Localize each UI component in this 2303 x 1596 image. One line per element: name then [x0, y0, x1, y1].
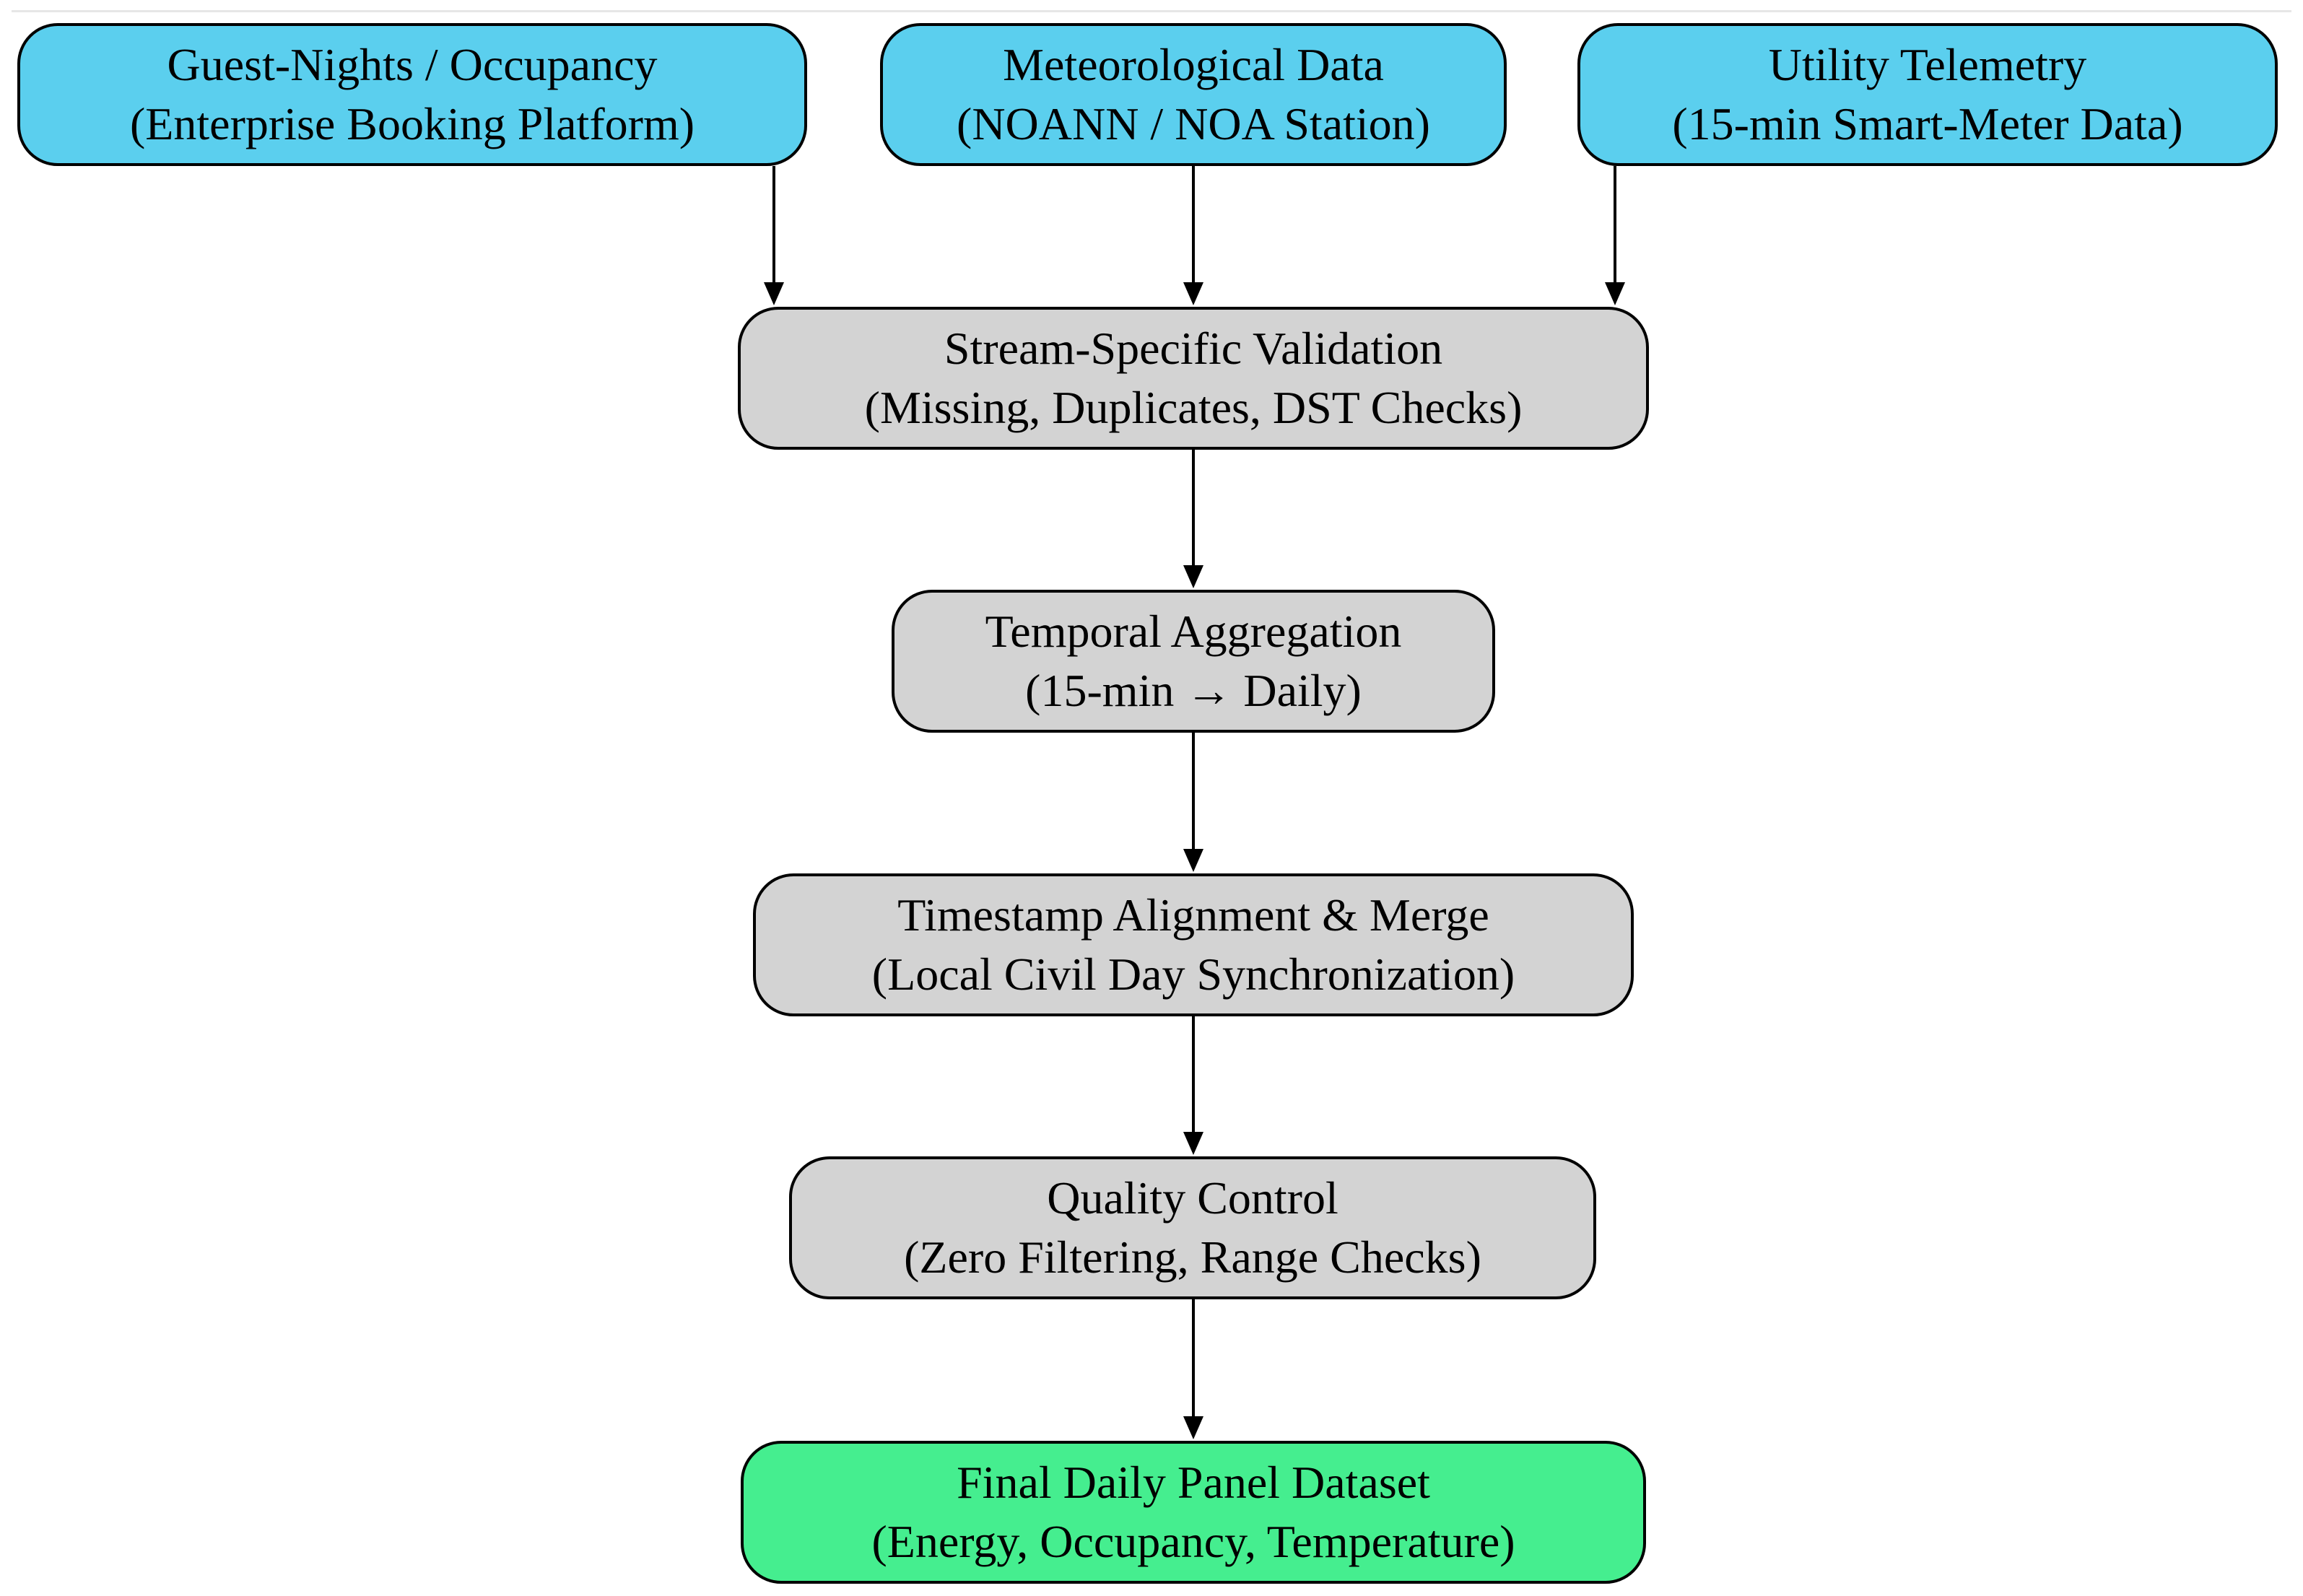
node-occupancy-source: Guest-Nights / Occupancy (Enterprise Boo… — [17, 23, 807, 166]
node-meteorological-source: Meteorological Data (NOANN / NOA Station… — [880, 23, 1507, 166]
arrowhead-icon — [1183, 565, 1203, 588]
node-quality-control-step: Quality Control (Zero Filtering, Range C… — [789, 1156, 1596, 1299]
node-subtitle: (Energy, Occupancy, Temperature) — [871, 1516, 1515, 1567]
node-title: Guest-Nights / Occupancy — [167, 39, 658, 90]
node-telemetry-source: Utility Telemetry (15-min Smart-Meter Da… — [1577, 23, 2278, 166]
node-subtitle: (Zero Filtering, Range Checks) — [904, 1231, 1481, 1283]
node-title: Quality Control — [1047, 1172, 1338, 1224]
arrowhead-icon — [1605, 282, 1625, 305]
node-title: Final Daily Panel Dataset — [957, 1457, 1430, 1508]
node-title: Stream-Specific Validation — [944, 323, 1443, 374]
arrowhead-icon — [764, 282, 784, 305]
arrowhead-icon — [1183, 1132, 1203, 1155]
node-validation-step: Stream-Specific Validation (Missing, Dup… — [738, 307, 1649, 450]
node-title: Temporal Aggregation — [985, 606, 1402, 657]
node-title: Timestamp Alignment & Merge — [897, 889, 1489, 941]
node-title: Meteorological Data — [1003, 39, 1384, 90]
node-subtitle: (NOANN / NOA Station) — [957, 98, 1430, 149]
node-subtitle: (Local Civil Day Synchronization) — [871, 949, 1515, 1000]
node-title: Utility Telemetry — [1768, 39, 2087, 90]
node-subtitle: (Enterprise Booking Platform) — [129, 98, 695, 149]
arrowhead-icon — [1183, 282, 1203, 305]
node-alignment-step: Timestamp Alignment & Merge (Local Civil… — [753, 873, 1634, 1016]
node-final-dataset: Final Daily Panel Dataset (Energy, Occup… — [741, 1441, 1646, 1584]
arrowhead-icon — [1183, 1416, 1203, 1439]
node-subtitle: (15-min → Daily) — [1025, 665, 1362, 716]
node-aggregation-step: Temporal Aggregation (15-min → Daily) — [892, 590, 1495, 733]
node-subtitle: (15-min Smart-Meter Data) — [1672, 98, 2183, 149]
arrowhead-icon — [1183, 849, 1203, 872]
top-divider — [12, 10, 2291, 12]
node-subtitle: (Missing, Duplicates, DST Checks) — [864, 382, 1523, 433]
